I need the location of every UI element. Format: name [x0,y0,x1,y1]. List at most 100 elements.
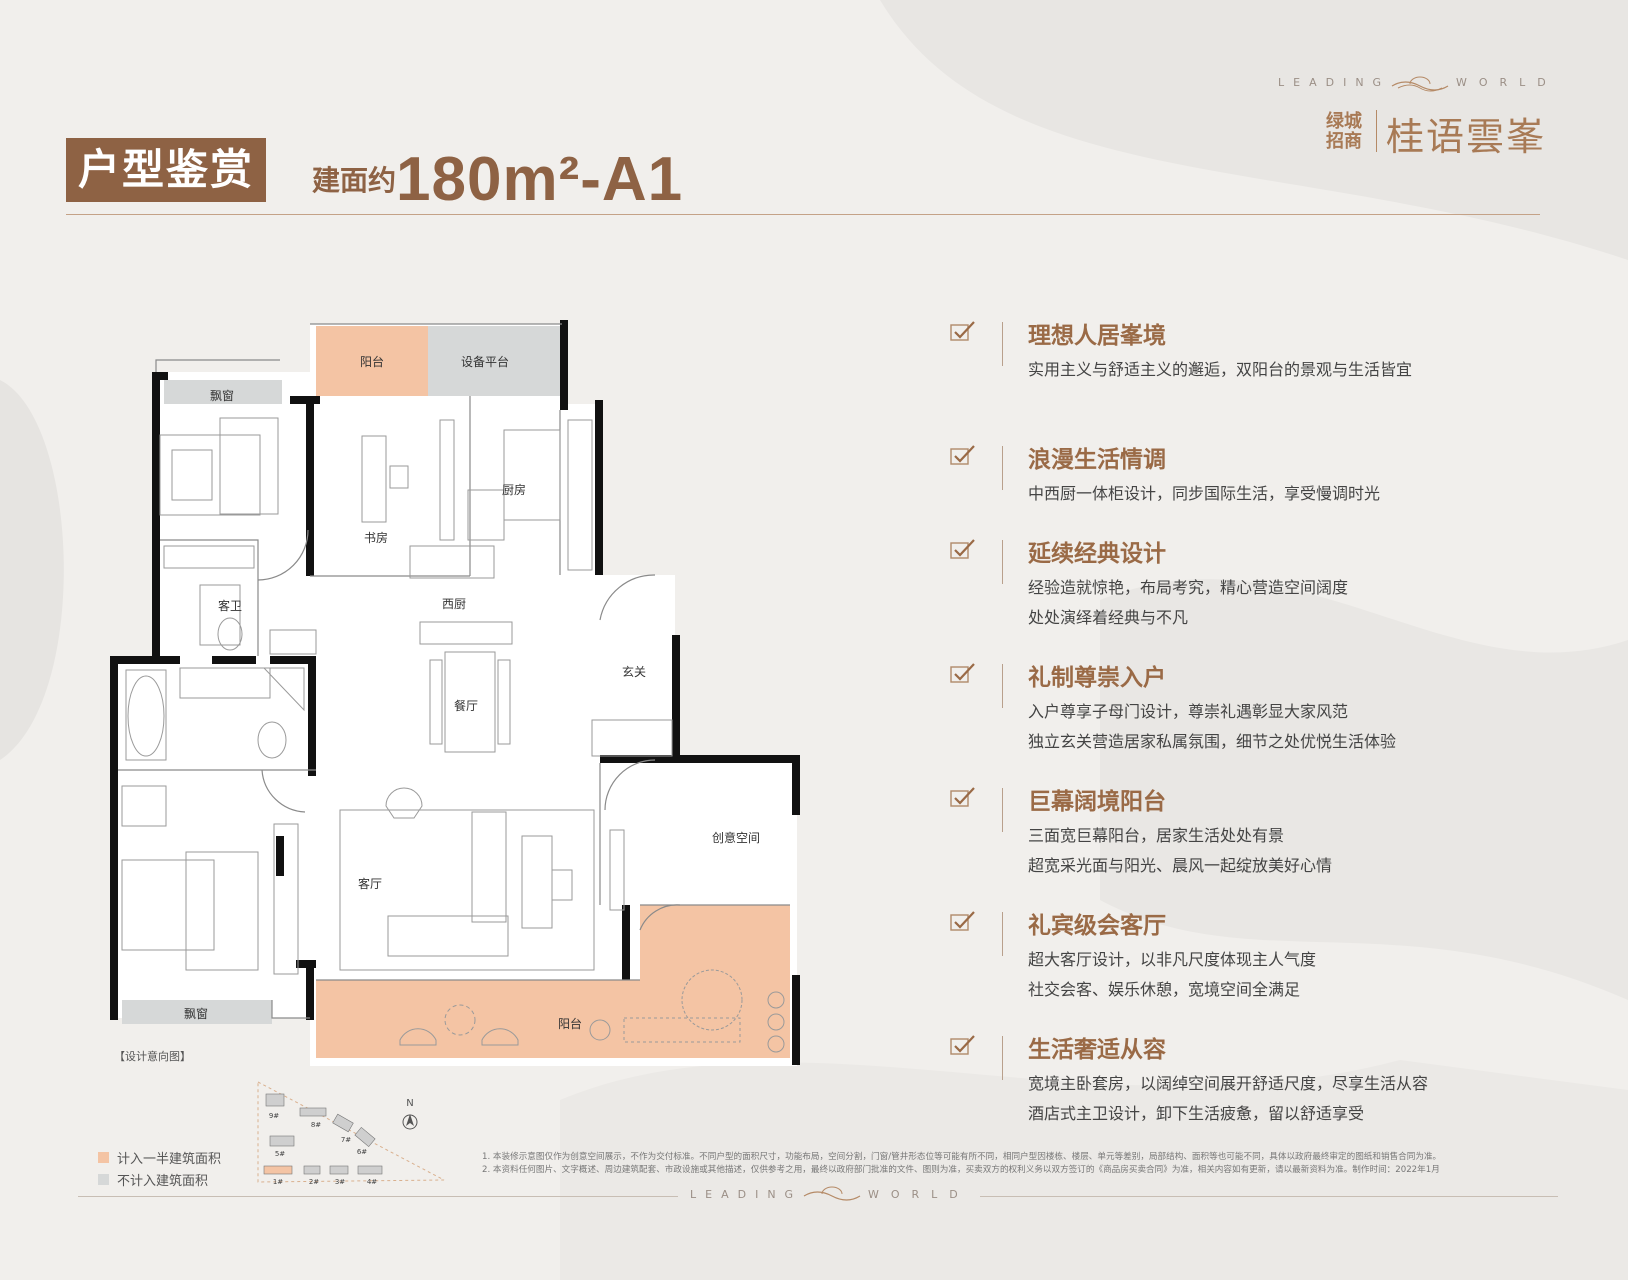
feature-divider [1002,322,1003,366]
legend-swatch-half [98,1151,109,1163]
room-label-bay-window-bottom: 飘窗 [184,1007,208,1021]
legend-label-excluded: 不计入建筑面积 [117,1173,209,1189]
compass-label: N [406,1098,413,1109]
room-label-equipment: 设备平台 [461,354,509,369]
footer-tagline-left: LEADING [690,1188,803,1201]
site-label-1: 1# [273,1178,283,1186]
checkbox-checked-icon [950,911,975,931]
room-label-creative: 创意空间 [712,830,760,845]
feature-item: 理想人居峯境 实用主义与舒适主义的邂逅，双阳台的景观与生活皆宜 [950,316,1590,440]
floor-area [112,324,797,1066]
room-label-study: 书房 [364,530,388,545]
checkbox-checked-icon [950,539,975,559]
room-label-living: 客厅 [358,876,382,891]
walls [110,320,800,1065]
feature-title: 理想人居峯境 [1028,323,1166,349]
feature-title: 礼宾级会客厅 [1028,913,1166,939]
feature-desc: 处处演绎着经典与不凡 [1028,608,1189,627]
footer-tagline: LEADING WORLD [690,1186,958,1201]
room-label-western-kitchen: 西厨 [442,597,466,611]
site-label-2: 2# [309,1178,319,1186]
site-label-5: 5# [275,1150,285,1158]
feature-title: 延续经典设计 [1028,541,1166,567]
disclaimer-line: 2. 本资料任何图片、文字概述、周边建筑配套、市政设施或其他描述，仅供参考之用，… [482,1165,1440,1175]
site-label-6: 6# [357,1148,367,1156]
feature-title: 礼制尊崇入户 [1028,665,1166,691]
feature-desc: 超宽采光面与阳光、晨风一起绽放美好心情 [1028,856,1333,875]
furniture [121,417,785,1053]
feature-item: 巨幕阔境阳台 三面宽巨幕阳台，居家生活处处有景 超宽采光面与阳光、晨风一起绽放美… [950,782,1590,906]
room-label-kitchen: 厨房 [502,482,526,497]
feature-item: 生活奢适从容 宽境主卧套房，以阔绰空间展开舒适尺度，尽享生活从容 酒店式主卫设计… [950,1030,1590,1154]
feature-desc: 三面宽巨幕阳台，居家生活处处有景 [1028,826,1285,845]
area-prefix: 建面约 [312,164,397,197]
checkbox-checked-icon [950,321,975,341]
sun-wave-icon [803,1186,861,1201]
footer-rule-left [78,1196,678,1197]
feature-title: 浪漫生活情调 [1028,447,1166,473]
feature-item: 礼宾级会客厅 超大客厅设计，以非凡尺度体现主人气度 社交会客、娱乐休憩，宽境空间… [950,906,1590,1030]
room-label-balcony-main: 阳台 [558,1016,582,1031]
feature-desc: 独立玄关营造居家私属氛围，细节之处优悦生活体验 [1028,732,1397,751]
legend-label-half: 计入一半建筑面积 [117,1151,222,1167]
bay-window-bottom-area [122,1000,272,1024]
feature-item: 浪漫生活情调 中西厨一体柜设计，同步国际生活，享受慢调时光 [950,440,1590,534]
footer-rule-right [980,1196,1558,1197]
checkbox-checked-icon [950,1035,975,1055]
feature-divider [1002,664,1003,708]
brand-tagline: LEADING WORLD [1278,74,1568,98]
feature-divider [1002,788,1003,832]
site-label-3: 3# [335,1178,345,1186]
tagline-right: WORLD [1456,76,1558,89]
room-label-foyer: 玄关 [622,664,646,679]
feature-item: 礼制尊崇入户 入户尊享子母门设计，尊崇礼遇彰显大家风范 独立玄关营造居家私属氛围… [950,658,1590,782]
compass-icon [402,1114,418,1130]
project-name: 桂语雲峯 [1386,115,1547,159]
feature-desc: 中西厨一体柜设计，同步国际生活，享受慢调时光 [1028,484,1381,503]
feature-desc: 酒店式主卫设计，卸下生活疲惫，留以舒适享受 [1028,1104,1365,1123]
feature-desc: 入户尊享子母门设计，尊崇礼遇彰显大家风范 [1028,702,1349,721]
feature-desc: 实用主义与舒适主义的邂逅，双阳台的景观与生活皆宜 [1028,360,1413,379]
page-title: 户型鉴赏 [66,138,266,202]
feature-title: 巨幕阔境阳台 [1028,789,1166,815]
feature-divider [1002,446,1003,490]
feature-divider [1002,540,1003,584]
area-value: 180m²-A1 [396,145,684,214]
checkbox-checked-icon [950,445,975,465]
site-label-8: 8# [311,1121,321,1129]
developer-logo: 绿城招商 [1326,111,1362,152]
brand-divider [1376,110,1377,152]
site-key-map: 9# 8# 7# 6# 5# 1# 2# 3# 4# N [257,1081,445,1186]
legend: 计入一半建筑面积 不计入建筑面积 [98,1146,221,1190]
site-label-9: 9# [269,1112,279,1120]
feature-desc: 超大客厅设计，以非凡尺度体现主人气度 [1028,950,1317,969]
site-label-4: 4# [367,1178,377,1186]
checkbox-checked-icon [950,787,975,807]
room-label-balcony-top: 阳台 [360,354,384,369]
footer-tagline-right: WORLD [868,1188,970,1201]
legend-item-half-area: 计入一半建筑面积 [98,1146,221,1168]
disclaimer: 1. 本装修示意图仅作为创意空间展示，不作为交付标准。不同户型的面积尺寸，功能布… [482,1151,1441,1177]
floor-plan: 阳台 设备平台 飘窗 书房 厨房 西厨 客卫 餐厅 玄关 创意空间 客厅 阳台 … [110,320,800,1186]
site-label-7: 7# [341,1136,351,1144]
balcony-top-area [316,326,428,396]
feature-divider [1002,1036,1003,1080]
feature-desc: 社交会客、娱乐休憩，宽境空间全满足 [1028,980,1301,999]
tagline-left: LEADING [1278,76,1391,89]
feature-desc: 宽境主卧套房，以阔绰空间展开舒适尺度，尽享生活从容 [1028,1074,1429,1093]
room-label-dining: 餐厅 [454,698,478,713]
room-label-guest-bath: 客卫 [218,598,242,613]
room-label-bay-window-top: 飘窗 [210,389,234,403]
feature-divider [1002,912,1003,956]
balcony-main-area [316,905,790,1058]
design-intent-note: 【设计意向图】 [114,1050,191,1063]
equipment-platform-area [428,326,560,396]
bay-window-top-area [164,380,282,404]
feature-item: 延续经典设计 经验造就惊艳，布局考究，精心营造空间阔度 处处演绎着经典与不凡 [950,534,1590,658]
feature-list: 理想人居峯境 实用主义与舒适主义的邂逅，双阳台的景观与生活皆宜 浪漫生活情调 中… [950,316,1590,1154]
feature-title: 生活奢适从容 [1028,1037,1166,1063]
legend-swatch-excluded [98,1173,109,1185]
legend-item-excluded: 不计入建筑面积 [98,1168,221,1190]
sun-wave-icon [1391,76,1449,92]
unit-area-title: 建面约180m²-A1 [312,144,683,215]
